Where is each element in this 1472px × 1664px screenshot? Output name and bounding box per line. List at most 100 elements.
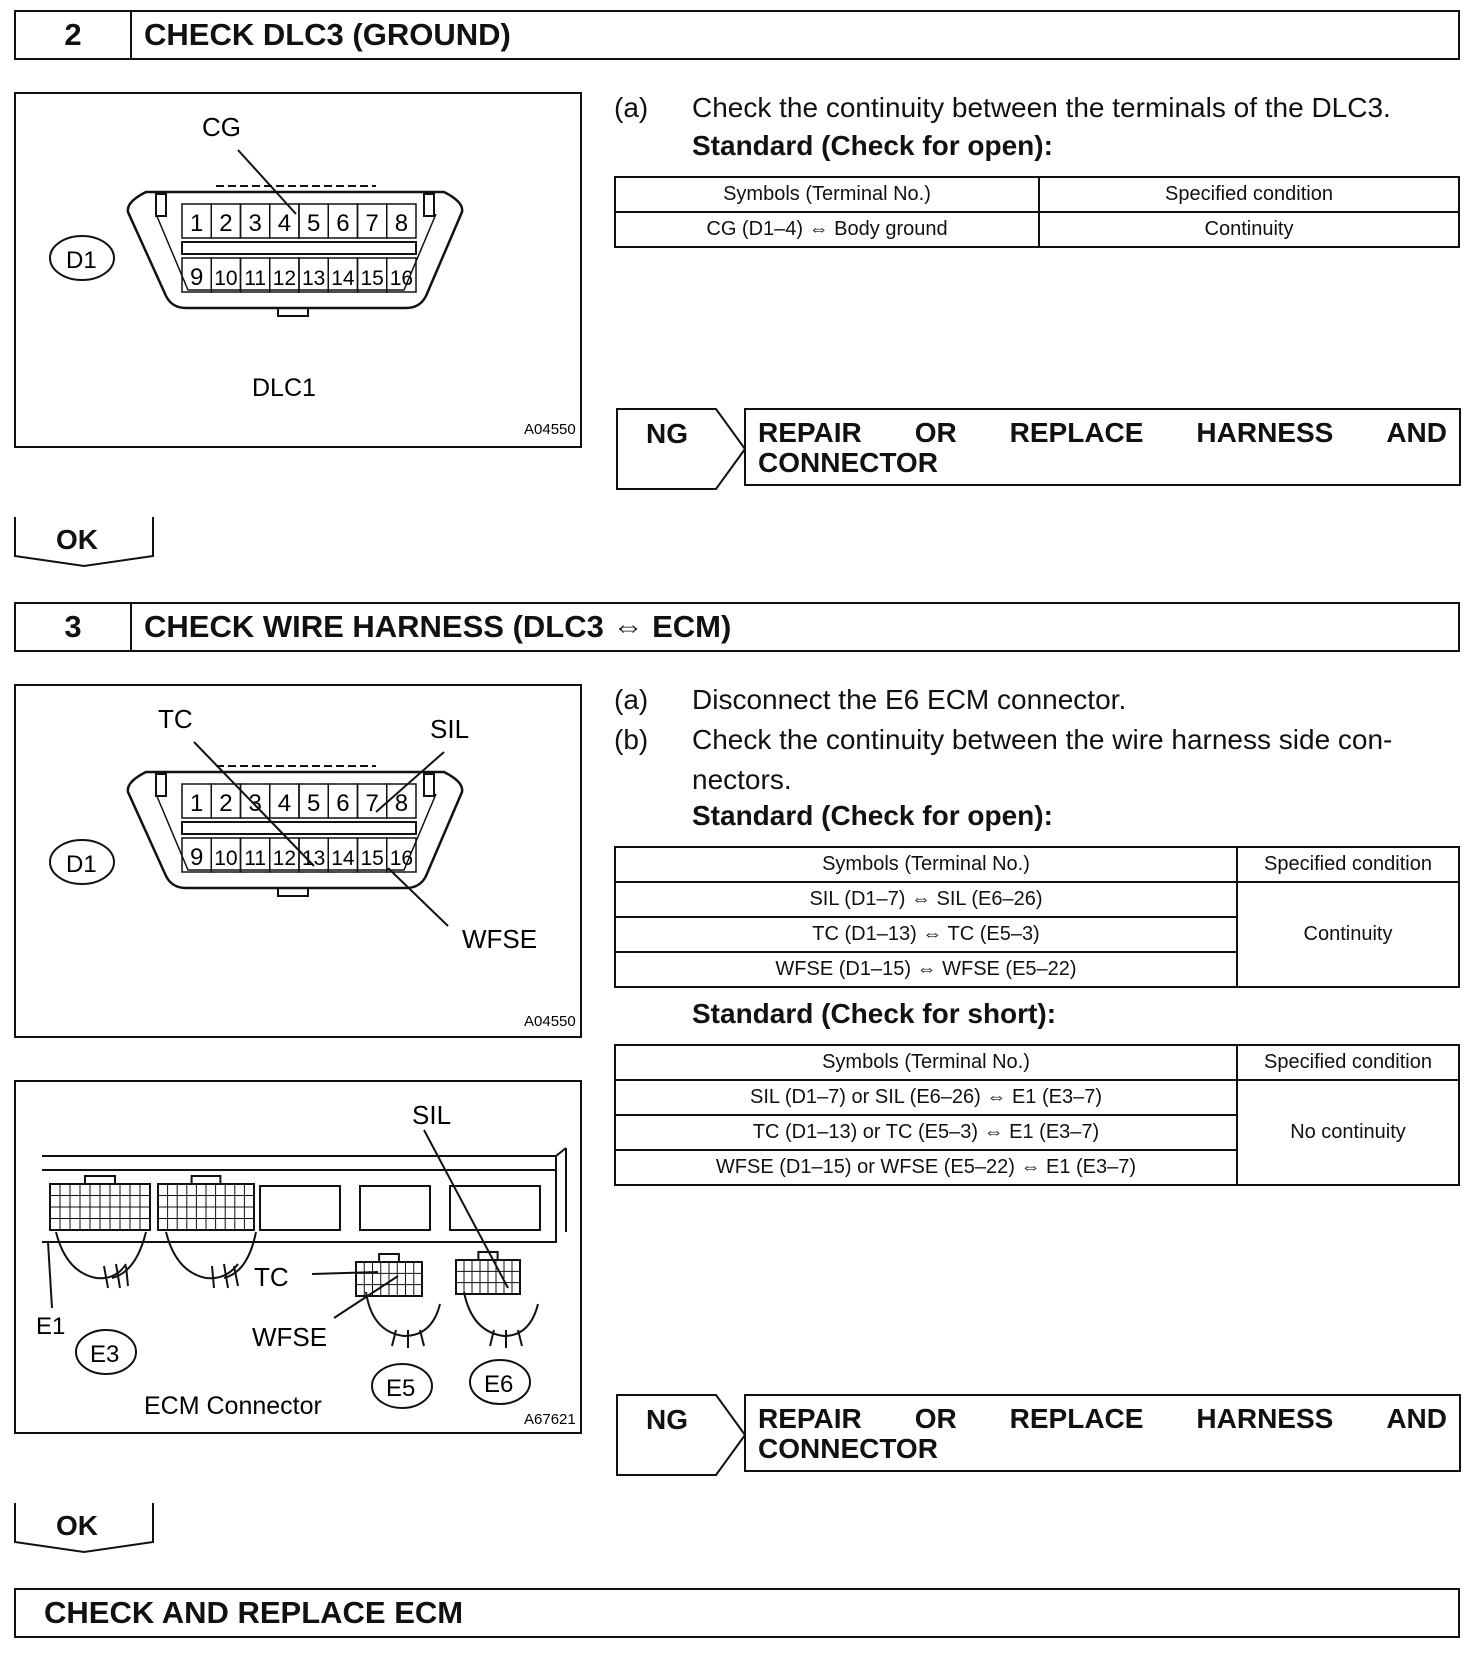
connector-latch — [84, 1175, 116, 1185]
connector-latch — [378, 1253, 400, 1263]
dlc-pin-number: 13 — [302, 847, 325, 870]
final-step: CHECK AND REPLACE ECM — [14, 1588, 1460, 1638]
dlc-pin-number: 8 — [395, 210, 408, 237]
step3-ng-branch: NG REPAIR OR REPLACE HARNESS AND CONNECT… — [616, 1394, 1461, 1476]
dlc-pin — [386, 837, 417, 873]
table-header-row: Symbols (Terminal No.) Specified conditi… — [614, 176, 1460, 213]
tc-label: TC — [158, 704, 193, 734]
ecm-connector-caption: ECM Connector — [144, 1392, 322, 1420]
step3-short-table: Symbols (Terminal No.) Specified conditi… — [614, 1044, 1460, 1186]
sil-label: SIL — [412, 1100, 451, 1130]
e1-label: E1 — [36, 1313, 65, 1340]
table-row: WFSE (D1–15) or WFSE (E5–22) ⇔ E1 (E3–7) — [614, 1149, 1459, 1186]
e3-label: E3 — [90, 1341, 119, 1368]
ok-label: OK — [56, 524, 98, 555]
dlc-pin-number: 6 — [336, 790, 349, 817]
step2-ok-branch: OK — [14, 516, 154, 568]
ecm-housing — [42, 1147, 567, 1243]
dlc-pin-number: 1 — [190, 210, 203, 237]
step2-number: 2 — [16, 12, 132, 58]
figure-code: A04550 — [524, 421, 576, 438]
step3-ok-branch: OK — [14, 1502, 154, 1554]
instruction-text: Check the continuity between the termina… — [692, 92, 1391, 123]
table-header-cell: Specified condition — [1236, 1044, 1460, 1081]
dlc-pin-number: 6 — [336, 210, 349, 237]
dlc-pin — [386, 257, 417, 293]
dlc-pin-number: 3 — [248, 210, 261, 237]
dlc-pin-number: 7 — [365, 790, 378, 817]
ng-action-line2: CONNECTOR — [758, 447, 938, 478]
table-row: TC (D1–13) or TC (E5–3) ⇔ E1 (E3–7) — [614, 1114, 1459, 1151]
dlc1-caption: DLC1 — [252, 374, 316, 402]
ng-action-word: OR — [914, 1403, 957, 1434]
table-header-cell: Symbols (Terminal No.) — [614, 176, 1040, 213]
e5-label: E5 — [386, 1375, 415, 1402]
step3-standard-open-label: Standard (Check for open): — [692, 800, 1053, 831]
instruction-text: nectors. — [692, 764, 792, 795]
table-cell: TC (D1–13) ⇔ TC (E5–3) — [614, 916, 1238, 953]
ok-label: OK — [56, 1510, 98, 1541]
dlc-pin-number: 12 — [273, 847, 296, 870]
ng-action-word: HARNESS — [1196, 1403, 1334, 1434]
ng-arrow-icon — [616, 408, 746, 490]
table-cell: Continuity — [1038, 211, 1460, 248]
step3-standard-short-label: Standard (Check for short): — [692, 998, 1057, 1029]
instruction-text: Check the continuity between the wire ha… — [692, 724, 1393, 755]
ng-action-word: REPAIR — [758, 1403, 862, 1434]
ng-action-box: REPAIR OR REPLACE HARNESS AND CONNECTOR — [744, 1394, 1461, 1472]
dlc-pin-number: 11 — [244, 267, 266, 290]
table-header-row: Symbols (Terminal No.) Specified conditi… — [614, 1044, 1460, 1081]
dlc-connector-outline — [126, 185, 464, 317]
table-header-row: Symbols (Terminal No.) Specified conditi… — [614, 846, 1460, 883]
table-cell: SIL (D1–7) ⇔ SIL (E6–26) — [614, 881, 1238, 918]
dlc-pin-number: 16 — [390, 267, 413, 290]
dlc-pin-number: 9 — [190, 844, 203, 871]
ng-action-box: REPAIR OR REPLACE HARNESS AND CONNECTOR — [744, 408, 1461, 486]
ng-action-word: REPLACE — [1009, 1403, 1144, 1434]
ok-arrow-icon — [14, 1503, 154, 1554]
ng-action-word: HARNESS — [1196, 417, 1334, 448]
dlc-pin-number: 14 — [331, 267, 355, 290]
dlc-pin-number: 5 — [307, 790, 320, 817]
figure-code: A04550 — [524, 1013, 576, 1030]
step2-ng-branch: NG REPAIR OR REPLACE HARNESS AND CONNECT… — [616, 408, 1461, 490]
d1-label: D1 — [66, 851, 97, 878]
ecm-connector-diagram: SIL TC WFSE E1 E3 E5 E6 ECM Connector A6… — [36, 1100, 576, 1428]
table-header-cell: Symbols (Terminal No.) — [614, 846, 1238, 883]
wfse-label: WFSE — [252, 1322, 327, 1352]
table-cell: CG (D1–4) ⇔ Body ground — [614, 211, 1040, 248]
table-row: SIL (D1–7) ⇔ SIL (E6–26) Continuity — [614, 881, 1460, 988]
instruction-text: Disconnect the E6 ECM connector. — [692, 684, 1127, 715]
d1-circle — [49, 839, 115, 885]
dlc-pin-number: 10 — [214, 847, 237, 870]
e6-label: E6 — [484, 1371, 513, 1398]
dlc-pin-number: 4 — [278, 210, 291, 237]
d1-circle — [49, 235, 115, 281]
d1-label: D1 — [66, 247, 97, 274]
dlc-pin-number: 14 — [331, 847, 355, 870]
table-cell-condition: No continuity — [1236, 1079, 1460, 1186]
ecm-connector-figure: SIL TC WFSE E1 E3 E5 E6 ECM Connector A6… — [14, 1080, 582, 1434]
table-row: CG (D1–4) ⇔ Body ground Continuity — [614, 211, 1460, 248]
dlc-pin — [386, 203, 417, 239]
dlc-pin-number: 11 — [244, 847, 266, 870]
step2-header: 2 CHECK DLC3 (GROUND) — [14, 10, 1460, 60]
ng-action-word: OR — [914, 417, 957, 448]
dlc-pin-number: 15 — [360, 267, 383, 290]
ng-action-word: AND — [1386, 1403, 1447, 1434]
table-cell-condition: Continuity — [1236, 881, 1460, 988]
dlc-pin-number: 8 — [395, 790, 408, 817]
table-header-cell: Specified condition — [1038, 176, 1460, 213]
ok-arrow-icon — [14, 517, 154, 568]
table-header-cell: Symbols (Terminal No.) — [614, 1044, 1238, 1081]
connector-latch — [190, 1175, 222, 1185]
instruction-label: (a) — [614, 684, 649, 715]
dlc-pin-number: 5 — [307, 210, 320, 237]
dlc-pin — [386, 783, 417, 819]
ng-arrow-icon — [616, 1394, 746, 1476]
dlc-pin-number: 16 — [390, 847, 413, 870]
ng-action-word: REPLACE — [1009, 417, 1144, 448]
instruction-label: (a) — [614, 92, 649, 123]
e3-circle — [75, 1329, 137, 1375]
e6-circle — [469, 1359, 531, 1405]
